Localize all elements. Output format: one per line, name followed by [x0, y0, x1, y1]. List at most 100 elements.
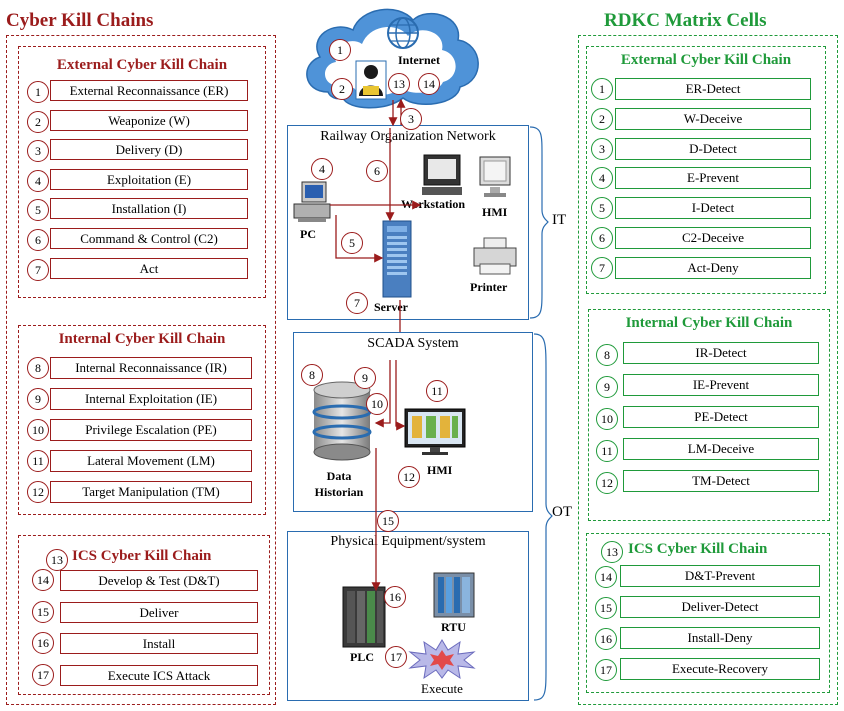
left-external-num: 2	[27, 110, 49, 133]
left-internal-num: 9	[27, 388, 49, 410]
center-step-6: 6	[366, 160, 388, 182]
right-external-num: 4	[591, 167, 613, 190]
center-step-10: 10	[366, 393, 388, 415]
right-external-title: External Cyber Kill Chain	[620, 52, 792, 68]
center-step-16: 16	[384, 586, 406, 608]
left-ics-item: Install	[60, 633, 258, 654]
printer-icon	[473, 237, 517, 275]
right-internal-item: IE-Prevent	[623, 374, 819, 396]
right-external-item: D-Detect	[615, 137, 811, 160]
it-bracket	[529, 126, 549, 319]
center-step-8: 8	[301, 364, 323, 386]
left-external-item: Weaponize (W)	[50, 109, 248, 131]
center-step-3: 3	[400, 108, 422, 130]
left-ics-group	[18, 535, 270, 695]
left-external-num: 1	[27, 81, 49, 103]
hmi-it-icon	[479, 156, 511, 197]
left-ics-item: Deliver	[60, 601, 258, 623]
center-step-2: 2	[331, 78, 353, 100]
left-external-item: Delivery (D)	[50, 139, 248, 161]
center-step-4: 4	[311, 158, 333, 180]
right-external-item: E-Prevent	[615, 167, 811, 190]
left-internal-item: Lateral Movement (LM)	[50, 450, 252, 472]
right-external-group	[586, 46, 826, 294]
right-external-item: C2-Deceive	[615, 227, 811, 249]
right-external-num: 6	[591, 227, 613, 249]
right-external-item: ER-Detect	[615, 78, 811, 100]
right-internal-title: Internal Cyber Kill Chain	[625, 315, 793, 331]
center-step-1: 1	[329, 39, 351, 61]
plc-label: PLC	[350, 650, 374, 664]
center-step-7: 7	[346, 292, 368, 314]
right-external-item: I-Detect	[615, 197, 811, 220]
hmi-ot-label: HMI	[427, 463, 453, 477]
left-external-num: 7	[27, 258, 49, 281]
right-internal-item: LM-Deceive	[623, 438, 819, 460]
right-internal-item: TM-Detect	[623, 470, 819, 492]
right-external-num: 5	[591, 197, 613, 220]
server-icon	[382, 220, 412, 298]
right-ics-item: Deliver-Detect	[620, 596, 820, 618]
it-label: IT	[552, 212, 567, 228]
rtu-icon	[433, 572, 475, 618]
right-internal-num: 8	[596, 344, 618, 366]
pc-label: PC	[300, 227, 316, 241]
internet-label: Internet	[398, 53, 440, 67]
left-internal-item: Target Manipulation (TM)	[50, 481, 252, 503]
right-ics-item: D&T-Prevent	[620, 565, 820, 587]
center-step-12: 12	[398, 466, 420, 488]
left-ics-num: 16	[32, 632, 54, 654]
hmi-it-label: HMI	[482, 205, 508, 219]
left-internal-num: 8	[27, 357, 49, 379]
right-title: RDKC Matrix Cells	[604, 10, 767, 31]
ot-bracket	[533, 333, 553, 701]
center-step-13: 13	[388, 73, 410, 95]
right-external-num: 7	[591, 256, 613, 279]
ot-label: OT	[552, 504, 572, 520]
left-external-num: 3	[27, 140, 49, 163]
hmi-ot-icon	[404, 408, 466, 455]
left-title: Cyber Kill Chains	[6, 10, 154, 31]
right-external-num: 3	[591, 137, 613, 160]
execute-burst-icon	[408, 639, 476, 680]
printer-label: Printer	[470, 280, 508, 294]
server-label: Server	[374, 300, 408, 314]
left-frame	[6, 35, 276, 705]
left-external-num: 5	[27, 199, 49, 222]
left-external-item: External Reconnaissance (ER)	[50, 80, 248, 101]
left-external-item: Exploitation (E)	[50, 168, 248, 190]
left-internal-title: Internal Cyber Kill Chain	[58, 331, 226, 347]
railway-network-title: Railway Organization Network	[320, 129, 496, 144]
right-internal-item: IR-Detect	[623, 342, 819, 364]
right-ics-num: 14	[595, 566, 617, 588]
right-internal-num: 9	[596, 376, 618, 398]
center-step-17: 17	[385, 646, 407, 668]
left-external-num: 6	[27, 229, 49, 251]
right-frame	[578, 35, 838, 705]
left-ics-item: Develop & Test (D&T)	[60, 570, 258, 591]
physical-box	[287, 531, 529, 701]
right-internal-num: 11	[596, 440, 618, 462]
left-external-item: Installation (I)	[50, 198, 248, 220]
right-internal-group	[588, 309, 830, 521]
left-ics-num: 14	[32, 569, 54, 591]
left-internal-num: 10	[27, 419, 49, 441]
scada-title: SCADA System	[367, 336, 459, 351]
execute-label: Execute	[421, 681, 463, 696]
left-external-item: Command & Control (C2)	[50, 228, 248, 249]
center-step-14: 14	[418, 73, 440, 95]
right-internal-num: 12	[596, 472, 618, 494]
rtu-label: RTU	[441, 620, 466, 634]
right-external-num: 1	[591, 78, 613, 100]
right-ics-num: 16	[595, 628, 617, 650]
left-ics-num: 17	[32, 663, 54, 686]
left-external-num: 4	[27, 169, 49, 192]
right-ics-item: Install-Deny	[620, 627, 820, 649]
hacker-icon	[355, 60, 387, 100]
left-internal-num: 11	[27, 450, 49, 472]
center-step-5: 5	[341, 232, 363, 254]
workstation-label: Workstation	[401, 197, 466, 211]
physical-title: Physical Equipment/system	[330, 534, 486, 549]
data-historian-icon	[312, 381, 372, 461]
right-ics-item: Execute-Recovery	[620, 658, 820, 680]
